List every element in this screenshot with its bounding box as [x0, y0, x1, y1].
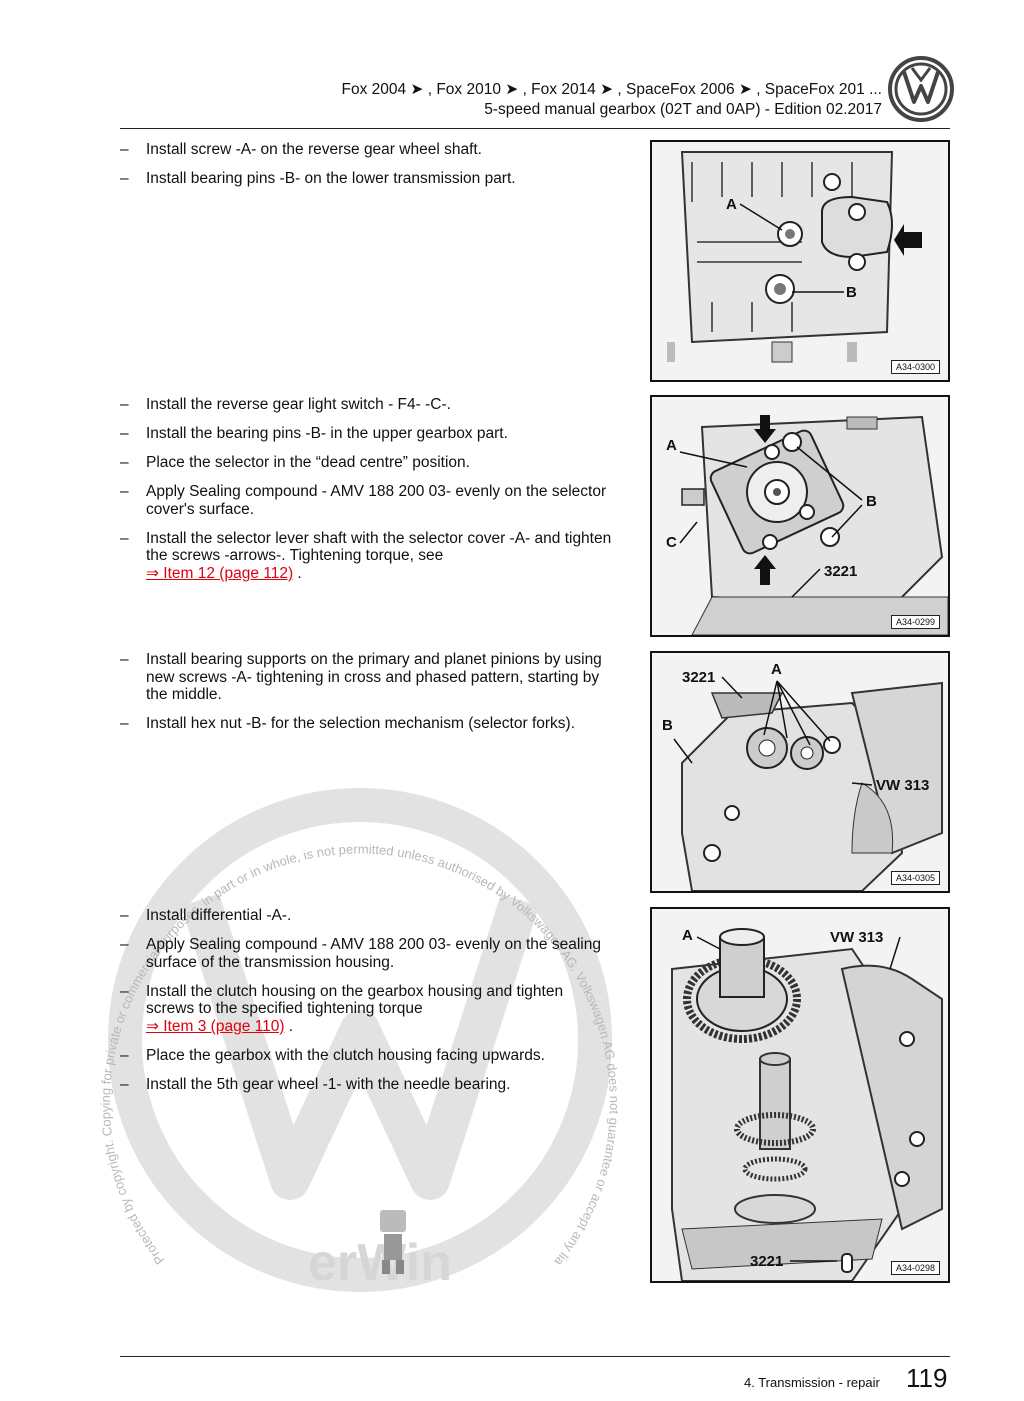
header-subtitle: 5-speed manual gearbox (02T and 0AP) - E… [484, 101, 882, 118]
header-models: Fox 2004 ➤ , Fox 2010 ➤ , Fox 2014 ➤ , S… [341, 81, 883, 98]
bearing-supports-illustration [652, 653, 948, 891]
figure-code: A34-0300 [890, 360, 940, 374]
selector-cover-illustration [652, 397, 948, 635]
step-item: Install differential -A-. [120, 907, 615, 925]
step-item: Install the 5th gear wheel -1- with the … [120, 1076, 615, 1094]
figure-code: A34-0305 [890, 871, 940, 885]
figure-bearing-supports: A B 3221 VW 313 A34-0305 [650, 651, 950, 893]
page-header: Fox 2004 ➤ , Fox 2010 ➤ , Fox 2014 ➤ , S… [342, 80, 883, 120]
callout-tool2: VW 313 [876, 777, 930, 794]
callout-c: C [666, 534, 677, 551]
figure-code: A34-0299 [890, 615, 940, 629]
differential-illustration [652, 909, 948, 1281]
callout-a: A [726, 196, 737, 213]
steps-section-2: Install the reverse gear light switch - … [120, 396, 615, 594]
steps-section-1: Install screw -A- on the reverse gear wh… [120, 141, 615, 199]
gearbox-lower-illustration [652, 142, 948, 380]
footer-section-title: 4. Transmission - repair [744, 1375, 880, 1390]
step-item: Install bearing supports on the primary … [120, 651, 615, 704]
step-item: Place the gearbox with the clutch housin… [120, 1047, 615, 1065]
step-item: Apply Sealing compound - AMV 188 200 03-… [120, 936, 615, 971]
callout-b: B [662, 717, 673, 734]
vw-logo-icon [888, 56, 954, 122]
figure-code: A34-0298 [890, 1261, 940, 1275]
figure-differential: A VW 313 3221 A34-0298 [650, 907, 950, 1283]
step-item: Install bearing pins -B- on the lower tr… [120, 170, 615, 188]
callout-b: B [846, 284, 857, 301]
page-number: 119 [906, 1363, 948, 1393]
callout-tool: 3221 [682, 669, 716, 686]
arrow-left-icon [894, 224, 922, 256]
step-item: Apply Sealing compound - AMV 188 200 03-… [120, 483, 615, 518]
header-rule [120, 128, 950, 129]
figure-selector-cover: A B C 3221 A34-0299 [650, 395, 950, 637]
step-item: Install screw -A- on the reverse gear wh… [120, 141, 615, 159]
callout-b: B [866, 493, 877, 510]
callout-a: A [682, 927, 693, 944]
footer-rule [120, 1356, 950, 1357]
step-item: Install the selector lever shaft with th… [120, 530, 615, 583]
callout-tool: 3221 [750, 1253, 784, 1270]
step-item: Install the reverse gear light switch - … [120, 396, 615, 414]
callout-tool2: VW 313 [830, 929, 884, 946]
item-12-link[interactable]: ⇒ Item 12 (page 112) [146, 564, 294, 582]
callout-tool: 3221 [824, 563, 858, 580]
callout-a: A [771, 661, 782, 678]
watermark-brand: erWin [308, 1234, 452, 1292]
figure-reverse-gear-shaft: A B A34-0300 [650, 140, 950, 382]
step-item: Install the bearing pins -B- in the uppe… [120, 425, 615, 443]
robot-icon [380, 1210, 406, 1274]
steps-section-4: Install differential -A-. Apply Sealing … [120, 907, 615, 1105]
arrow-up-icon [754, 555, 776, 585]
item-3-link[interactable]: ⇒ Item 3 (page 110) [146, 1017, 285, 1035]
steps-section-3: Install bearing supports on the primary … [120, 651, 615, 744]
arrow-down-icon [754, 415, 776, 443]
step-item: Install hex nut -B- for the selection me… [120, 715, 615, 733]
step-item: Install the clutch housing on the gearbo… [120, 983, 615, 1036]
step-item: Place the selector in the “dead centre” … [120, 454, 615, 472]
callout-a: A [666, 437, 677, 454]
